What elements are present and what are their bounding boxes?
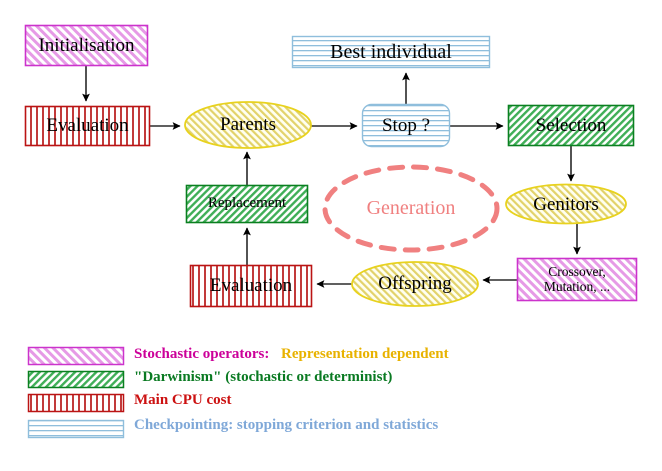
node-best-individual-label: Best individual xyxy=(330,40,452,63)
legend-label-stochastic: Stochastic operators: xyxy=(134,346,270,362)
shape-replacement xyxy=(185,184,309,224)
legend-swatches-layer xyxy=(27,346,125,439)
node-stop[interactable]: Stop ? xyxy=(362,104,450,147)
node-selection-label: Selection xyxy=(535,114,607,136)
shape-evaluation-top xyxy=(24,105,151,147)
node-initialisation-label: Initialisation xyxy=(38,34,135,56)
shape-parents xyxy=(184,101,312,149)
node-offspring-label: Offspring xyxy=(378,273,452,295)
legend-label-cpu: Main CPU cost xyxy=(134,392,232,408)
shape-stop xyxy=(361,103,451,148)
node-replacement-label: Replacement xyxy=(207,195,287,212)
node-replacement[interactable]: Replacement xyxy=(186,185,308,223)
node-best-individual[interactable]: Best individual xyxy=(292,36,490,68)
shape-selection xyxy=(507,104,635,147)
legend-label-darwinism: "Darwinism" (stochastic or determinist) xyxy=(134,369,393,385)
node-evaluation-top-label: Evaluation xyxy=(46,115,129,137)
legend-label-stochastic-secondary: Representation dependent xyxy=(281,346,449,362)
shape-generation xyxy=(322,164,500,253)
shape-best-individual xyxy=(291,35,491,69)
shape-offspring xyxy=(351,261,479,307)
node-crossover-label: Crossover, Mutation, ... xyxy=(543,264,611,294)
node-offspring[interactable]: Offspring xyxy=(352,262,478,306)
legend-swatch-checkpointing xyxy=(27,419,125,439)
node-evaluation-bottom[interactable]: Evaluation xyxy=(190,265,312,307)
node-selection[interactable]: Selection xyxy=(508,105,634,146)
shape-genitors xyxy=(505,183,627,225)
shape-crossover xyxy=(516,257,638,302)
node-evaluation-top[interactable]: Evaluation xyxy=(25,106,150,146)
node-parents-label: Parents xyxy=(220,114,276,136)
legend-swatch-darwinism xyxy=(27,370,125,389)
shape-evaluation-bottom xyxy=(189,264,313,308)
node-genitors[interactable]: Genitors xyxy=(506,185,626,224)
node-initialisation[interactable]: Initialisation xyxy=(25,25,148,66)
node-stop-label: Stop ? xyxy=(381,114,431,136)
node-crossover[interactable]: Crossover, Mutation, ... xyxy=(517,258,637,301)
node-evaluation-bottom-label: Evaluation xyxy=(209,275,293,297)
node-shapes-layer xyxy=(24,24,638,308)
node-parents[interactable]: Parents xyxy=(185,102,311,148)
node-genitors-label: Genitors xyxy=(533,193,599,215)
shape-initialisation xyxy=(24,24,149,67)
node-generation-label: Generation xyxy=(366,197,456,219)
legend-label-checkpointing: Checkpointing: stopping criterion and st… xyxy=(134,417,439,433)
legend-swatch-cpu xyxy=(27,393,125,413)
legend-swatch-stochastic xyxy=(27,346,125,366)
node-generation: Generation xyxy=(325,167,497,250)
